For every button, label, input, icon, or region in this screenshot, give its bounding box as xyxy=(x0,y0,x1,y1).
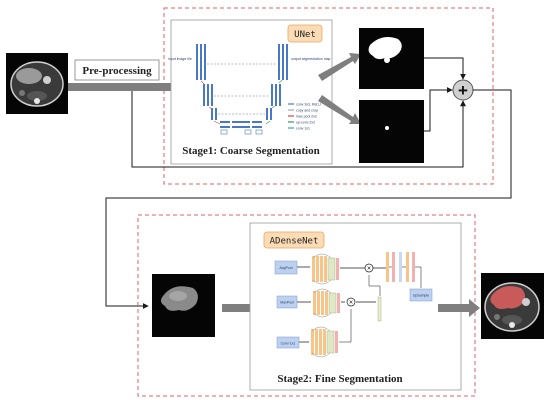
unet-legend-item: conv 3x3, ReLU xyxy=(296,103,321,107)
unet-legend-item: max pool 2x2 xyxy=(296,115,317,119)
unet-legend-item: conv 1x1 xyxy=(296,127,310,131)
preprocessing-label-box xyxy=(74,59,160,81)
connector-fusion-to-stage2 xyxy=(105,89,512,309)
output-ct-overlay xyxy=(481,273,544,339)
unet-legend-item: up-conv 2x2 xyxy=(296,121,315,125)
coarse-mask-bottom xyxy=(359,100,424,163)
arrow-to-output xyxy=(438,299,480,317)
unet-architecture xyxy=(196,44,288,135)
stage1-dashed-frame xyxy=(163,7,494,185)
adensenet-badge-label: ADenseNet xyxy=(270,237,319,247)
connector-bottom-to-fusion xyxy=(424,87,453,132)
branch-label: Conv 1x1 xyxy=(281,342,296,346)
arrow-to-unet xyxy=(68,79,184,95)
output-block-label: UpSample xyxy=(413,294,429,298)
preprocessing-label: Pre-processing xyxy=(82,65,152,77)
input-ct-scan xyxy=(6,53,68,114)
multiply-symbol: × xyxy=(349,300,353,307)
stage2-caption: Stage2: Fine Segmentation xyxy=(277,373,402,385)
fusion-symbol: + xyxy=(458,81,468,100)
branch-label: AvgPool xyxy=(280,266,293,270)
multiply-symbol: × xyxy=(367,266,371,273)
unet-input-label: input image tile xyxy=(168,57,192,61)
unet-legend: conv 3x3, ReLU copy and crop max pool 2x… xyxy=(288,103,321,131)
branch-label: MaxPool xyxy=(280,301,294,305)
unet-badge xyxy=(287,24,323,43)
stage1-caption: Stage1: Coarse Segmentation xyxy=(182,145,319,157)
connector-scan-to-fusion xyxy=(131,91,466,168)
arrow-to-mask-bottom xyxy=(318,95,361,124)
coarse-liver-crop xyxy=(152,274,215,337)
adensenet-badge xyxy=(263,231,325,249)
unet-legend-item: copy and crop xyxy=(296,109,318,113)
fusion-node: + xyxy=(452,79,474,101)
unet-badge-label: UNet xyxy=(294,30,316,40)
unet-output-label: output segmentation map xyxy=(291,57,331,61)
adensenet-architecture: AvgPool MaxPool Conv 1x1 xyxy=(274,252,433,358)
connector-top-to-fusion xyxy=(424,57,466,80)
arrow-to-mask-top xyxy=(318,53,361,81)
coarse-mask-top xyxy=(359,28,424,89)
